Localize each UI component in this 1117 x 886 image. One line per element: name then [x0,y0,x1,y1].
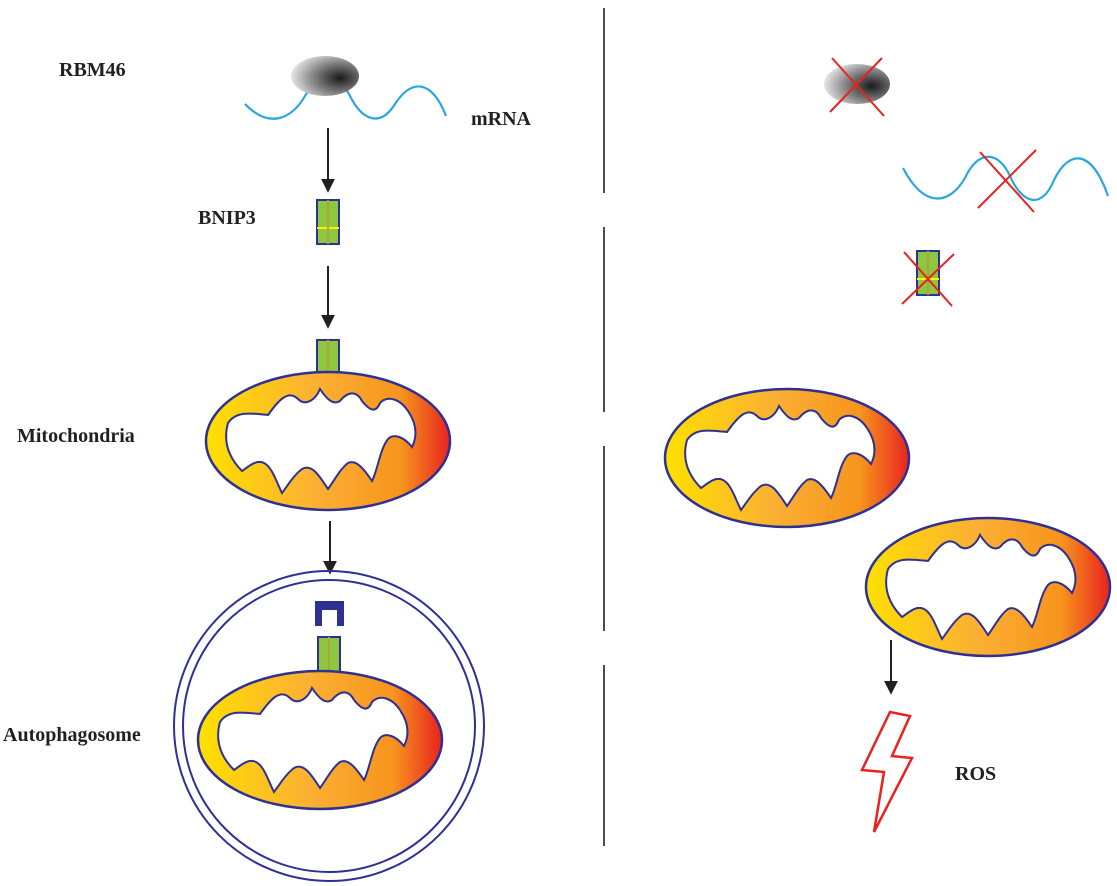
bnip3-autophagosome-icon [317,636,341,674]
bnip3-membrane-icon [316,339,340,377]
mitochondrion-damaged-icon-1 [663,387,911,529]
rbm46-label: RBM46 [59,59,126,81]
mitochondrion-engulfed-icon [196,669,444,811]
lightning-bolt-icon [860,710,914,833]
lc3-receptor-icon [315,601,344,626]
autophagosome-inner-membrane [182,579,476,873]
rbm46-protein-icon [291,56,359,96]
mitochondria-label: Mitochondria [17,425,135,447]
mrna-degraded-wave [902,155,1110,201]
ros-label: ROS [955,763,996,785]
bnip3-protein-icon [316,199,340,245]
autophagosome-label: Autophagosome [3,724,141,746]
mrna-wave [244,77,448,120]
mitochondrion-damaged-icon-2 [864,516,1112,658]
bnip3-label: BNIP3 [198,207,256,229]
red-x-cross-icon [829,57,885,117]
mrna-label: mRNA [471,108,532,130]
mitochondrion-icon [204,370,452,512]
red-x-cross-icon [977,149,1037,213]
red-x-cross-icon [901,251,955,307]
autophagosome-outer-membrane [173,570,485,882]
